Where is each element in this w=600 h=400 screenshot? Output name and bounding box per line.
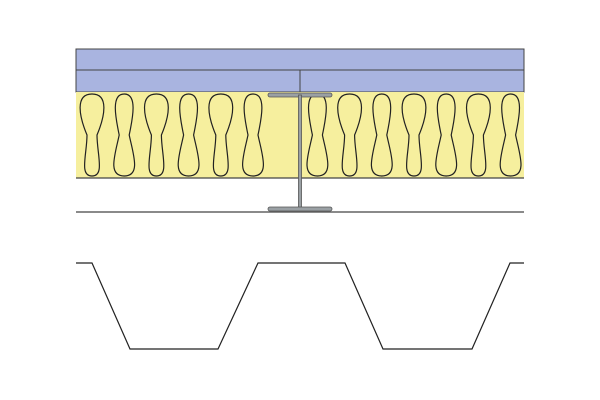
insulation-loop bbox=[370, 93, 393, 177]
insulation-loop bbox=[306, 93, 329, 177]
insulation-loop bbox=[242, 93, 264, 177]
insulation-loop bbox=[143, 93, 169, 177]
beam-bottom-flange bbox=[267, 206, 333, 212]
insulation-loop bbox=[465, 93, 491, 177]
insulation-loop bbox=[401, 93, 427, 177]
insulation-pattern bbox=[79, 93, 522, 177]
beam-web bbox=[298, 94, 302, 211]
insulation-loop bbox=[79, 93, 105, 177]
insulation-loop bbox=[208, 93, 234, 177]
board-top bbox=[75, 48, 525, 71]
insulation-loop bbox=[435, 93, 458, 177]
steel-i-beam bbox=[267, 92, 333, 212]
insulation-loop bbox=[177, 93, 200, 177]
insulation-loop bbox=[113, 93, 136, 177]
trapezoidal-deck bbox=[76, 262, 524, 350]
insulation-loop bbox=[337, 93, 363, 177]
insulation-loop bbox=[499, 93, 522, 177]
